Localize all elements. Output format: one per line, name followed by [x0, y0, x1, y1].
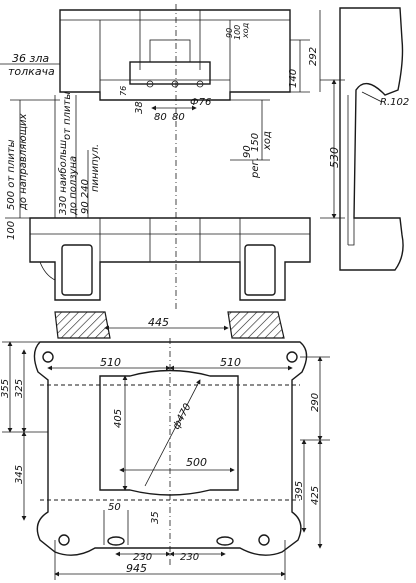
elevation-view: 36 зла толкача 500 от плиты до направляю…	[0, 4, 321, 310]
dim-292-label: 292	[308, 47, 319, 66]
left-section-hatch	[54, 311, 111, 339]
dim-r102-label: R.102	[380, 97, 409, 108]
dim-330-label-2: до ползуна	[68, 156, 79, 216]
dim-phi76-label: Ф76	[190, 97, 211, 108]
dim-945-label: 945	[126, 562, 147, 575]
plan-view: 445 510 510 ф470 405 500 355	[0, 311, 330, 580]
knockout-bar	[129, 61, 211, 85]
dim-330-label-3: от плиты	[62, 92, 73, 140]
dim-76-label: 76	[119, 86, 128, 96]
dim-510-left-label: 510	[100, 356, 121, 369]
dim-150-label: 150	[250, 133, 261, 152]
dim-phi470-label: ф470	[171, 402, 194, 432]
dim-90-label: 90	[242, 145, 253, 158]
dim-240-label-2: пинипул.	[90, 144, 101, 192]
bolster-outline	[29, 217, 311, 301]
dim-355-label: 355	[0, 379, 11, 398]
slide-body-outline	[59, 9, 291, 101]
dim-230-left-label: 230	[133, 552, 152, 563]
dim-500-label: 500 от плиты	[6, 139, 17, 210]
dim-330-label: 330 наибольш.	[57, 137, 69, 215]
dim-395-label: 395	[294, 481, 305, 500]
dim-140-label: 140	[288, 69, 299, 88]
dim-345-label: 345	[14, 465, 25, 484]
base-plate-outline	[33, 341, 308, 556]
dim-500-label: 500	[186, 456, 207, 469]
side-profile-view: 530 R.102	[320, 7, 409, 271]
dim-500-label-2: до направляющих	[18, 113, 29, 211]
gap-note-line2: толкача	[8, 65, 55, 78]
dim-405-label: 405	[113, 409, 124, 428]
dim-small-100: 100	[233, 25, 242, 40]
die-opening	[99, 369, 239, 496]
dim-38-label: 38	[134, 101, 145, 114]
dim-90-label-2: рег.	[250, 157, 261, 179]
dim-80a-label: 80	[154, 112, 167, 123]
dim-290-label: 290	[310, 393, 321, 412]
dim-150-label-2: ход	[262, 131, 273, 151]
dim-50-label: 50	[108, 502, 121, 513]
dim-230-right-label: 230	[180, 552, 199, 563]
profile-outline	[339, 7, 404, 271]
right-section-hatch	[227, 311, 285, 339]
dim-100-label: 100	[6, 221, 17, 240]
dim-425-label: 425	[310, 486, 321, 505]
dim-240-label: 90 240	[80, 179, 91, 214]
gap-note-line1: 36 зла	[12, 52, 49, 65]
dim-530-label: 530	[328, 147, 341, 168]
dim-small-90: 90	[225, 28, 234, 38]
dim-35-label: 35	[150, 511, 161, 524]
dim-445-label: 445	[148, 316, 169, 329]
dim-510-right-label: 510	[220, 356, 241, 369]
dim-325-label: 325	[14, 379, 25, 398]
dim-small-hod: ход	[241, 22, 250, 39]
dim-80b-label: 80	[172, 112, 185, 123]
